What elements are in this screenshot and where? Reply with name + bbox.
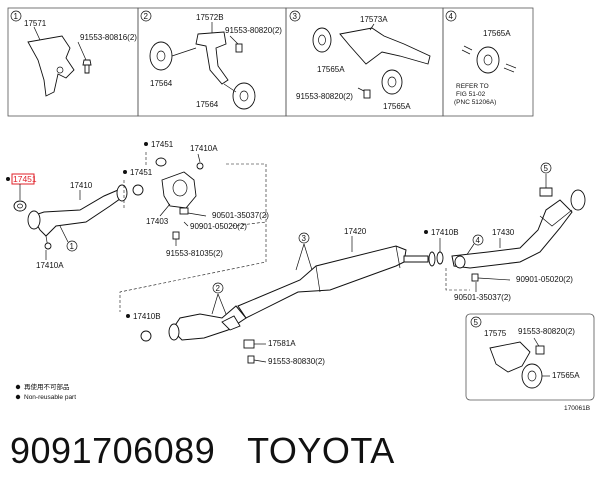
callout-3: 3: [302, 234, 307, 243]
inset-4-index: 4: [449, 12, 454, 21]
inset-2-label-17564-a: 17564: [150, 79, 173, 88]
inset-1: 1 17571 91553-80816(2): [7, 7, 139, 117]
inset-5-label-bolt: 91553-80820(2): [518, 327, 575, 336]
inset-3-label-bolt: 91553-80820(2): [296, 92, 353, 101]
label-17581A: 17581A: [268, 339, 296, 348]
label-90901-b: 90901-05020(2): [516, 275, 573, 284]
label-17410: 17410: [70, 181, 93, 190]
legend-line-1: 再使用不可部品: [24, 382, 70, 391]
flange-icon: [161, 171, 197, 209]
highlight-label-17451: 17451: [13, 174, 37, 184]
label-17420: 17420: [344, 227, 367, 236]
center-muffler-icon: [237, 245, 407, 319]
footer-brand: TOYOTA: [247, 430, 395, 471]
footer-part-number: 9091706089: [10, 430, 216, 471]
label-17451-top: 17451: [151, 140, 174, 149]
inset-5-label-17565A: 17565A: [552, 371, 580, 380]
main-diagram: 17451 17410 1 17410A 17451 17410A 17451 …: [6, 140, 595, 412]
inset-2-label-17572B: 17572B: [196, 13, 224, 22]
label-17410B-left: 17410B: [133, 312, 161, 321]
hanger-bar-icon: [339, 27, 431, 65]
catalytic-converter-icon: [171, 305, 247, 341]
label-17410B-right: 17410B: [431, 228, 459, 237]
inset-5-index: 5: [474, 318, 479, 327]
rubber-hanger-icon-c: [312, 27, 332, 53]
diagram-svg: 1 17571 91553-80816(2) 2 17572B 91553-80…: [6, 7, 595, 412]
label-90501-b: 90501-35037(2): [454, 293, 511, 302]
inset-1-index: 1: [14, 12, 19, 21]
rubber-hanger-icon-b: [232, 82, 256, 110]
inset-3: 3 17573A 17565A 91553-80820(2) 17565A: [285, 7, 444, 117]
inset-1-label-bolt: 91553-80816(2): [80, 33, 137, 42]
front-pipe-icon: [31, 189, 125, 237]
inset-4: 4 17565A REFER TO FIG 51-02 (PNC 51206A): [442, 7, 534, 117]
inset-4-label-17565A: 17565A: [483, 29, 511, 38]
inset-3-label-17573A: 17573A: [360, 15, 388, 24]
label-90901-a: 90901-05020(2): [190, 222, 247, 231]
label-17451-mid: 17451: [130, 168, 153, 177]
label-91553-b: 91553-80830(2): [268, 357, 325, 366]
footer-caption: 9091706089 TOYOTA: [10, 430, 417, 472]
bolt-icon: [82, 59, 92, 74]
legend-line-2: Non-reusable part: [24, 394, 76, 401]
bracket-17575-icon: [489, 341, 531, 373]
label-17430: 17430: [492, 228, 515, 237]
rubber-hanger-icon-e: [476, 46, 500, 74]
inset-1-label-17571: 17571: [24, 19, 47, 28]
label-17403: 17403: [146, 217, 169, 226]
figure-code: 170061B: [564, 405, 590, 412]
inset-3-label-17565A-a: 17565A: [317, 65, 345, 74]
label-17410A-top: 17410A: [190, 144, 218, 153]
label-90501-a: 90501-35037(2): [212, 211, 269, 220]
inset-3-label-17565A-b: 17565A: [383, 102, 411, 111]
inset-5-label-17575: 17575: [484, 329, 507, 338]
label-91553-a: 91553-81035(2): [166, 249, 223, 258]
rubber-hanger-icon-d: [381, 69, 403, 95]
inset-4-pnc: (PNC 51206A): [454, 99, 496, 106]
inset-2-label-bolt: 91553-80820(2): [225, 26, 282, 35]
inset-4-refer: REFER TO: [456, 83, 489, 90]
inset-4-fig: FIG 51-02: [456, 91, 486, 98]
callout-2: 2: [216, 284, 221, 293]
callout-5: 5: [544, 164, 549, 173]
inset-2-index: 2: [144, 12, 149, 21]
bracket-17571-icon: [27, 35, 75, 97]
inset-2-label-17564-b: 17564: [196, 100, 219, 109]
gasket-ring-icon: [13, 200, 27, 212]
callout-4: 4: [476, 236, 481, 245]
rubber-hanger-icon-f: [521, 363, 543, 389]
inset-3-index: 3: [293, 12, 298, 21]
rubber-hanger-icon: [149, 41, 173, 71]
callout-1: 1: [70, 242, 75, 251]
hanger-bracket-icon: [195, 31, 229, 85]
inset-2: 2 17572B 91553-80820(2) 17564 17564: [137, 7, 287, 117]
label-17410A-left: 17410A: [36, 261, 64, 270]
